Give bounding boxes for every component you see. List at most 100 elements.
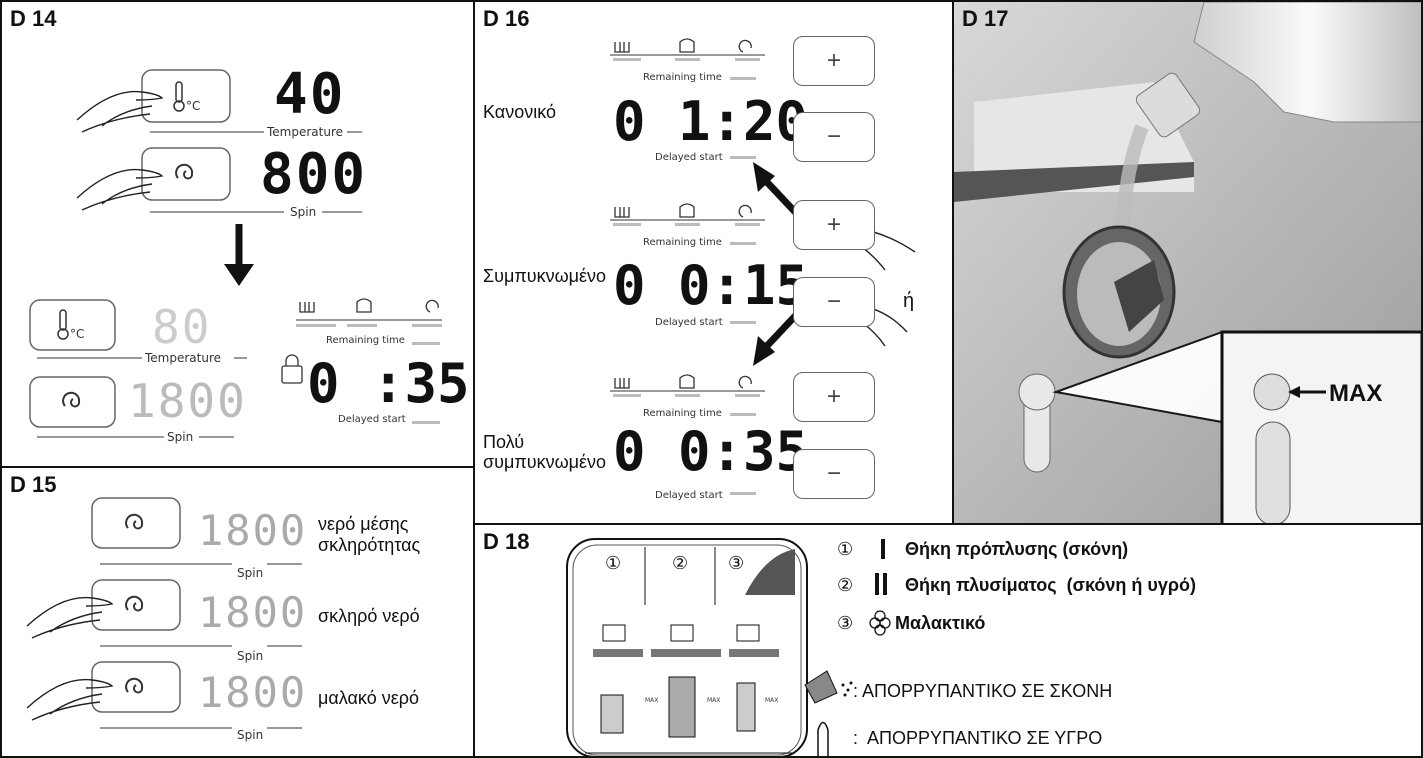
- panel-title: D 14: [10, 6, 57, 31]
- legend-text: Μαλακτικό: [895, 613, 986, 633]
- temperature-readout: 40: [274, 62, 346, 127]
- cycle-marker: [613, 223, 641, 226]
- panel-d18: D 18 MAX MAX MAX ① ② ③ ① Θήκη πρόπλυσης …: [473, 523, 1423, 758]
- cycle-marker: [675, 58, 700, 61]
- legend-number: ①: [837, 539, 854, 559]
- delayed-start-label: Delayed start: [338, 414, 406, 425]
- spin-readout: 1800: [198, 668, 308, 717]
- hand-icon: [26, 596, 114, 639]
- delayed-marker: [730, 492, 756, 495]
- panel-title: D 17: [962, 6, 1009, 31]
- spin-icon: [738, 375, 752, 389]
- remaining-marker: [730, 413, 756, 416]
- mainwash-symbol: [875, 573, 879, 595]
- spin-icon: [125, 595, 144, 612]
- spin-button: [91, 497, 181, 549]
- remaining-time-label: Remaining time: [643, 237, 722, 248]
- cycle-marker: [613, 58, 641, 61]
- minus-button[interactable]: −: [793, 277, 875, 327]
- legend-number: ②: [837, 575, 854, 595]
- minus-button[interactable]: −: [793, 449, 875, 499]
- spin-label: Spin: [237, 649, 264, 663]
- powder-detergent-label: : ΑΠΟΡΡΥΠΑΝΤΙΚΟ ΣΕ ΣΚΟΝΗ: [853, 681, 1113, 701]
- plus-button[interactable]: +: [793, 372, 875, 422]
- water-hardness-label: σκληρό νερό: [318, 606, 420, 626]
- water-hardness-label: μαλακό νερό: [318, 688, 419, 708]
- liquid-bottle-icon: [817, 721, 829, 756]
- svg-text:°C: °C: [70, 327, 84, 341]
- spin-icon: [125, 513, 144, 530]
- detergent-bottle-icon: [1135, 2, 1421, 138]
- time-readout: 0 1:20: [613, 90, 809, 153]
- remaining-time-label: Remaining time: [326, 335, 405, 346]
- spin-label: Spin: [237, 566, 264, 580]
- thermometer-icon: °C: [57, 309, 84, 341]
- prewash-icon: [614, 378, 630, 389]
- powder-icon: [804, 670, 853, 704]
- water-hardness-label: νερό μέσης σκληρότητας: [318, 514, 421, 555]
- detergent-drawer-diagram: [566, 538, 891, 756]
- lock-icon: [281, 354, 303, 384]
- temperature-label: Temperature: [267, 125, 344, 139]
- delayed-start-label: Delayed start: [655, 317, 723, 328]
- compartment-number: ①: [605, 553, 622, 573]
- time-readout: 0 0:15: [613, 254, 809, 317]
- max-mark-label: MAX: [765, 697, 779, 704]
- hand-icon: [76, 90, 164, 133]
- arrow-head: [753, 336, 775, 366]
- temperature-label: Temperature: [145, 351, 222, 365]
- cycle-marker: [735, 58, 760, 61]
- max-mark-label: MAX: [707, 697, 721, 704]
- compartment-number: ③: [728, 553, 745, 573]
- spin-readout: 1800: [198, 506, 308, 555]
- spin-readout-dim: 1800: [128, 374, 247, 428]
- d14-illustration: °C °C: [29, 69, 442, 438]
- spin-button: [91, 579, 181, 631]
- plus-button[interactable]: +: [793, 200, 875, 250]
- spin-icon: [738, 39, 752, 53]
- flower-icon: [869, 610, 891, 636]
- d16-illustration: [610, 38, 916, 495]
- legend-text: Θήκη πλυσίματος (σκόνη ή υγρό): [905, 575, 1196, 595]
- remaining-time-label: Remaining time: [643, 72, 722, 83]
- remaining-marker: [730, 242, 756, 245]
- minus-button[interactable]: −: [793, 112, 875, 162]
- spin-readout: 800: [260, 142, 368, 207]
- wash-icon: [679, 38, 695, 53]
- mode-label: Κανονικό: [483, 102, 556, 122]
- liquid-detergent-label: : ΑΠΟΡΡΥΠΑΝΤΙΚΟ ΣΕ ΥΓΡΟ: [853, 728, 1103, 748]
- panel-title: D 18: [483, 529, 530, 554]
- wash-icon: [679, 374, 695, 389]
- cycle-marker: [675, 223, 700, 226]
- panel-d16: D 16 Κανονικό Συμπυκνωμένο Πολύ συμπυκνω…: [473, 0, 954, 525]
- thermometer-icon: °C: [173, 81, 200, 113]
- delayed-marker: [730, 321, 756, 324]
- cycle-marker: [613, 394, 641, 397]
- prewash-symbol: [881, 539, 885, 559]
- spin-icon: [175, 163, 194, 180]
- mode-label: Πολύ συμπυκνωμένο: [483, 432, 607, 472]
- spin-label: Spin: [167, 430, 194, 444]
- time-readout: 0 0:35: [613, 420, 809, 483]
- time-readout: 0 :35: [307, 352, 470, 415]
- prewash-icon: [614, 42, 630, 53]
- max-label: MAX: [1329, 380, 1383, 407]
- wash-icon: [679, 203, 695, 218]
- or-label: ή: [903, 290, 915, 312]
- hand-icon: [76, 168, 164, 211]
- arrow-up: [762, 177, 800, 217]
- cycle-marker: [735, 394, 760, 397]
- remaining-marker: [730, 77, 756, 80]
- d15-illustration: [26, 497, 302, 729]
- spin-icon: [62, 391, 81, 408]
- panel-title: D 15: [10, 472, 57, 497]
- delayed-start-label: Delayed start: [655, 490, 723, 501]
- max-mark-label: MAX: [645, 697, 659, 704]
- delayed-marker: [730, 156, 756, 159]
- prewash-icon: [614, 207, 630, 218]
- panel-d15: D 15 1800 Spin νερό μέσης σκληρότητας 18…: [0, 466, 475, 758]
- arrow-head: [753, 162, 775, 192]
- svg-text:°C: °C: [186, 99, 200, 113]
- panel-d14: D 14 °C °C: [0, 0, 475, 468]
- plus-button[interactable]: +: [793, 36, 875, 86]
